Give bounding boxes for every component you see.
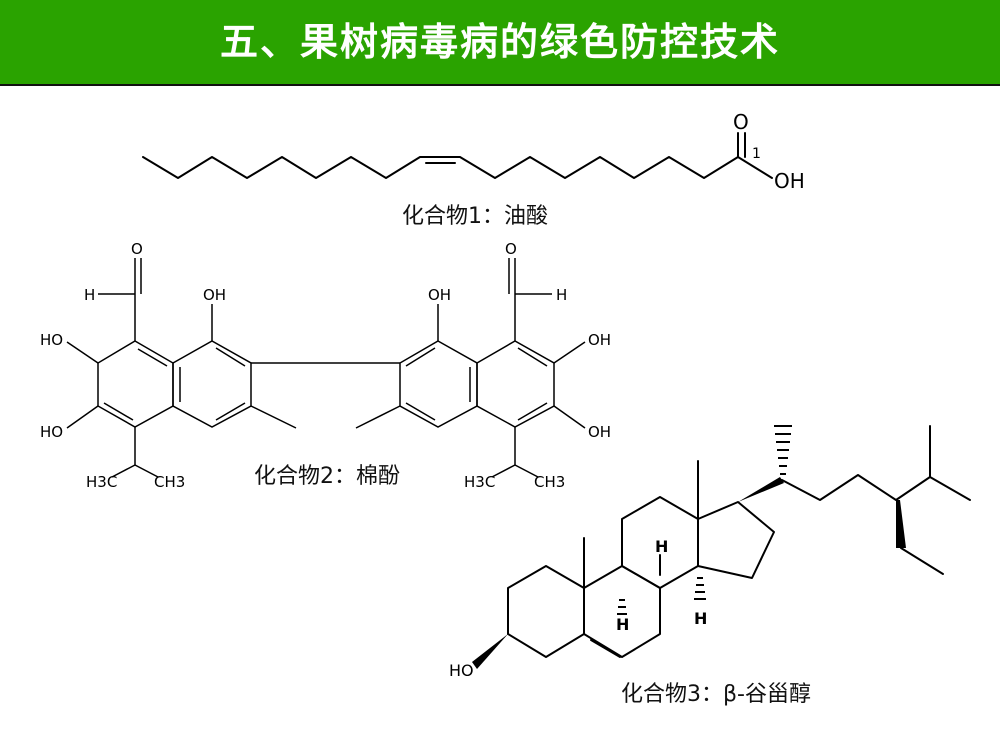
sterol-hash-h2 xyxy=(694,577,706,600)
sitosterol-structure: HO H H H xyxy=(449,425,971,680)
sterol-h-left: H xyxy=(616,615,629,634)
left-inner-bond-5 xyxy=(215,402,246,421)
sterol-sidechain-wedge xyxy=(738,477,784,502)
carbon-locant: 1 xyxy=(752,146,761,162)
left-inner-bond-4 xyxy=(215,347,246,367)
gossypol-ho-2: HO xyxy=(40,423,63,441)
gossypol-h3c-right: H3C xyxy=(464,473,495,491)
right-ipr-b xyxy=(514,464,539,478)
right-methyl-bond xyxy=(355,405,401,429)
hydroxyl-label: OH xyxy=(774,169,805,193)
oleic-acid-chain xyxy=(142,156,739,179)
sterol-hash-h1 xyxy=(617,599,627,615)
gossypol-oh-1: OH xyxy=(588,331,611,349)
left-inner-bond-1 xyxy=(137,348,168,367)
slide-title: 五、果树病毒病的绿色防控技术 xyxy=(219,20,780,64)
sterol-ethyl-wedge xyxy=(896,500,906,548)
left-ho2-bond xyxy=(66,405,99,429)
sterol-methyl-21-hash xyxy=(774,425,792,475)
caption-sitosterol: 化合物3：β-谷甾醇 xyxy=(621,682,811,707)
caption-oleic-acid: 化合物1：油酸 xyxy=(402,204,548,229)
gossypol-h-left: H xyxy=(84,286,95,304)
gossypol-left-ring-a xyxy=(97,340,174,428)
sterol-h-right: H xyxy=(694,609,707,628)
right-inner-bond-2 xyxy=(405,402,436,421)
left-methyl-bond xyxy=(250,405,297,429)
gossypol-h-right: H xyxy=(556,286,567,304)
oxygen-label: O xyxy=(733,110,749,134)
caption-gossypol: 化合物2：棉酚 xyxy=(254,464,400,489)
sterol-oh-wedge xyxy=(472,634,508,669)
right-oh1-bond xyxy=(553,341,586,364)
sterol-double-bond xyxy=(590,639,621,658)
left-inner-bond-2 xyxy=(103,402,134,421)
right-oh2-bond xyxy=(553,405,586,429)
right-ipr-a xyxy=(491,464,516,478)
sterol-ethyl xyxy=(900,547,944,575)
gossypol-right-ring-a xyxy=(476,340,555,428)
gossypol-oh-top-right: OH xyxy=(428,286,451,304)
left-ipr-b xyxy=(134,464,159,478)
gossypol-oh-top-left: OH xyxy=(203,286,226,304)
gossypol-structure: H O OH HO HO H3C CH3 O H OH OH OH H3C CH… xyxy=(40,240,611,491)
gossypol-o-left: O xyxy=(131,240,143,258)
hydroxyl-bond xyxy=(737,156,773,179)
sterol-ho: HO xyxy=(449,661,474,680)
gossypol-ho-1: HO xyxy=(40,331,63,349)
gossypol-ch3-right: CH3 xyxy=(534,473,565,491)
sterol-ring-d xyxy=(697,501,775,579)
right-inner-bond-5 xyxy=(517,402,548,421)
right-inner-bond-1 xyxy=(405,347,436,367)
gossypol-right-ring-b xyxy=(399,340,478,428)
left-ho1-bond xyxy=(66,341,99,364)
gossypol-ch3-left: CH3 xyxy=(154,473,185,491)
gossypol-h3c-left: H3C xyxy=(86,473,117,491)
gossypol-o-right: O xyxy=(505,240,517,258)
title-bar xyxy=(0,0,1000,86)
sterol-sidechain xyxy=(781,474,971,501)
sterol-h-top: H xyxy=(655,537,668,556)
sterol-ring-a xyxy=(507,565,585,658)
right-inner-bond-4 xyxy=(517,347,548,367)
title-bar-rule xyxy=(0,84,1000,86)
gossypol-oh-2: OH xyxy=(588,423,611,441)
gossypol-left-ring-b xyxy=(172,340,252,428)
oleic-acid-structure: O 1 OH xyxy=(142,110,805,193)
left-ipr-a xyxy=(111,464,136,478)
